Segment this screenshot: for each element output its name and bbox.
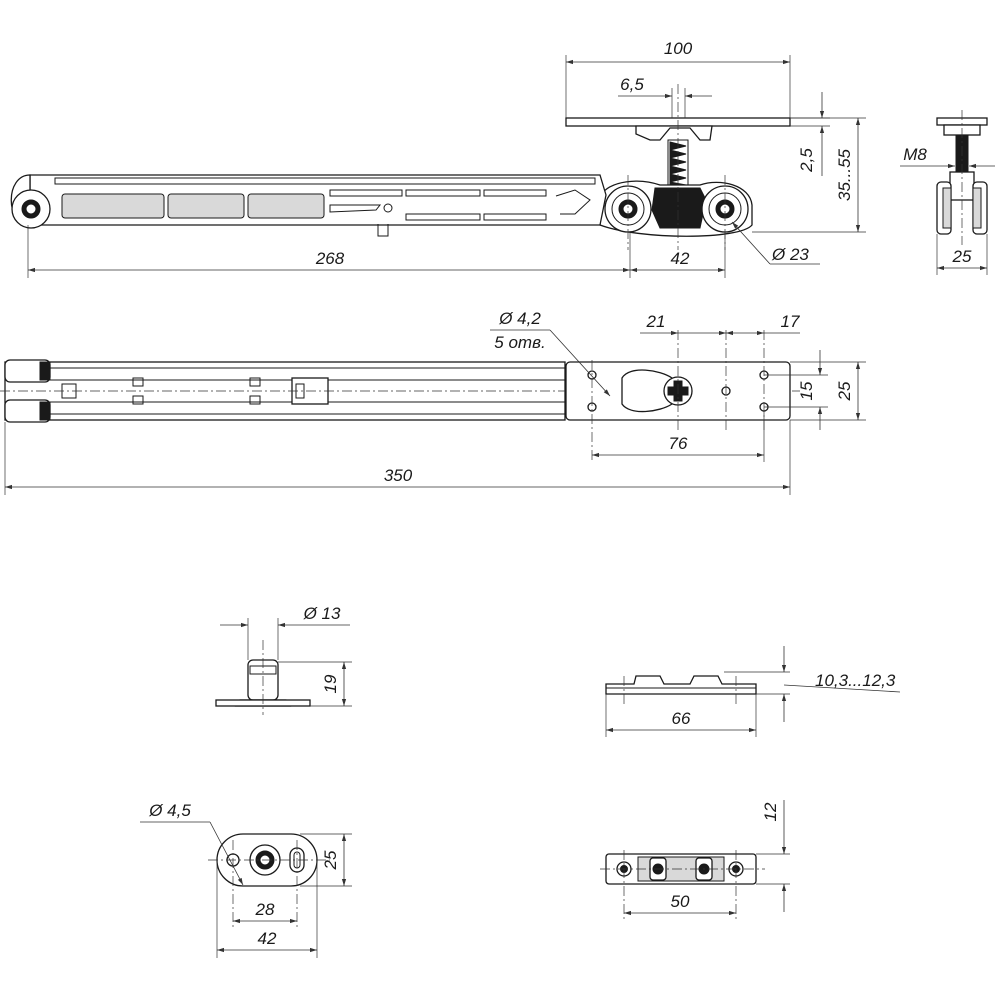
dim-bar-height: 12 xyxy=(761,802,780,821)
dim-stud-width: 6,5 xyxy=(620,75,644,94)
side-view: 100 6,5 2,5 35...55 268 42 Ø xyxy=(10,39,866,278)
plate-bracket xyxy=(635,125,713,141)
dim-thread: M8 xyxy=(903,145,927,164)
dim-guide-height: 19 xyxy=(321,674,340,693)
dim-top-width: 100 xyxy=(664,39,693,58)
track-window xyxy=(167,193,245,219)
top-view: Ø 4,2 5 отв. 21 17 15 25 76 350 xyxy=(0,309,866,495)
dim-stop-height: 10,3...12,3 xyxy=(815,671,896,690)
dim-hole-span: 76 xyxy=(669,434,688,453)
dim-bar-pitch: 50 xyxy=(671,892,690,911)
dim-hole-row: 15 xyxy=(797,381,816,400)
track-window xyxy=(61,193,165,219)
dim-base-pitch: 28 xyxy=(255,900,275,919)
dim-base-hole: Ø 4,5 xyxy=(148,801,191,820)
dim-track-length: 268 xyxy=(315,249,345,268)
stop-bar: 12 50 xyxy=(600,800,790,920)
dim-base-height: 25 xyxy=(321,850,340,870)
dim-plate-gap: 2,5 xyxy=(797,148,816,173)
dim-overall-length: 350 xyxy=(384,466,413,485)
dim-stop-length: 66 xyxy=(672,709,691,728)
dim-base-length: 42 xyxy=(258,929,277,948)
dim-guide-diameter: Ø 13 xyxy=(303,604,341,623)
guide-pin: Ø 13 19 xyxy=(215,604,352,715)
dim-plate-height: 25 xyxy=(835,381,854,401)
dim-hole-pitch-b: 17 xyxy=(781,312,800,331)
carrier-center xyxy=(651,187,707,229)
dim-side-width: 25 xyxy=(952,247,972,266)
stop-profile: 10,3...12,3 66 xyxy=(605,646,901,737)
dim-hole-pitch-a: 21 xyxy=(646,312,666,331)
dim-hole-count: 5 отв. xyxy=(494,333,545,352)
wheel-end xyxy=(10,174,51,229)
track-window xyxy=(247,193,325,219)
dim-wheel-spacing: 42 xyxy=(671,249,690,268)
guide-base: Ø 4,5 25 28 42 xyxy=(140,801,352,958)
end-view: M8 25 xyxy=(900,110,995,275)
dim-wheel-diameter: Ø 23 xyxy=(771,245,809,264)
dim-height-range: 35...55 xyxy=(835,148,854,201)
dim-hole-diameter: Ø 4,2 xyxy=(498,309,541,328)
